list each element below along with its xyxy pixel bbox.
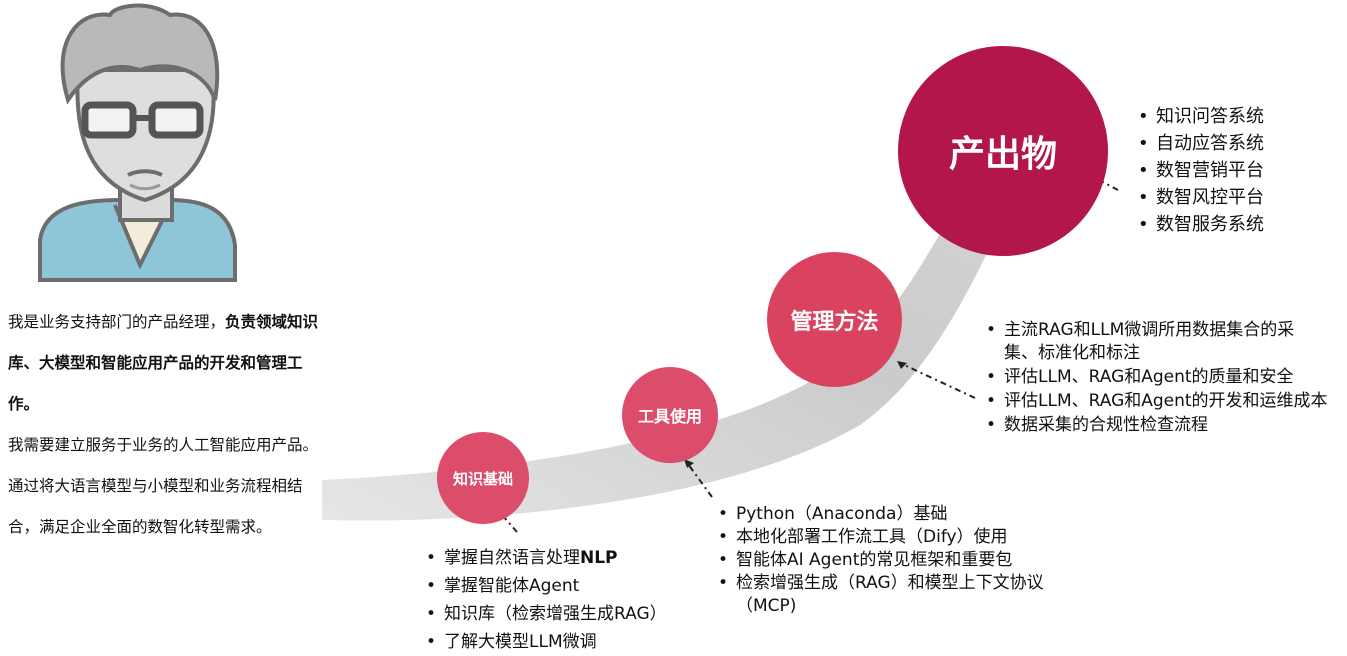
list-item: 自动应答系统: [1136, 130, 1264, 157]
intro-p1-bold: 负责领域知识库、大模型和智能应用产品的开发和管理工作。: [8, 313, 319, 413]
arrow-tools: [687, 463, 713, 498]
list-knowledge-foundation: 掌握自然语言处理NLP 掌握智能体Agent 知识库（检索增强生成RAG） 了解…: [424, 544, 667, 656]
list-item: 数智营销平台: [1136, 157, 1264, 184]
intro-paragraph-2: 我需要建立服务于业务的人工智能应用产品。通过将大语言模型与小模型和业务流程相结合…: [8, 436, 319, 536]
arrow-management: [901, 363, 976, 399]
list-item: 本地化部署工作流工具（Dify）使用: [716, 526, 1066, 549]
list-item: 了解大模型LLM微调: [424, 628, 667, 656]
list-item: 知识库（检索增强生成RAG）: [424, 600, 667, 628]
intro-text: 我是业务支持部门的产品经理，负责领域知识库、大模型和智能应用产品的开发和管理工作…: [8, 302, 330, 548]
list-item: 数据采集的合规性检查流程: [984, 414, 1346, 437]
intro-p1-text: 我是业务支持部门的产品经理，: [8, 313, 226, 331]
circle-tool-usage: 工具使用: [622, 367, 718, 463]
list-item: 知识问答系统: [1136, 103, 1264, 130]
circle-management-methods: 管理方法: [767, 252, 902, 387]
avatar-icon: [38, 3, 237, 282]
list-tool-usage: Python（Anaconda）基础 本地化部署工作流工具（Dify）使用 智能…: [716, 503, 1066, 618]
list-item: 评估LLM、RAG和Agent的质量和安全: [984, 366, 1346, 389]
circle-knowledge-foundation: 知识基础: [437, 432, 529, 524]
list-management-methods: 主流RAG和LLM微调所用数据集合的采集、标准化和标注 评估LLM、RAG和Ag…: [984, 319, 1346, 438]
list-outputs: 知识问答系统 自动应答系统 数智营销平台 数智风控平台 数智服务系统: [1136, 103, 1264, 238]
list-item: 检索增强生成（RAG）和模型上下文协议（MCP): [716, 572, 1066, 618]
list-item: 掌握自然语言处理NLP: [424, 544, 667, 572]
list-item: 掌握智能体Agent: [424, 572, 667, 600]
list-item: 评估LLM、RAG和Agent的开发和运维成本: [984, 390, 1342, 413]
list-item: 主流RAG和LLM微调所用数据集合的采集、标准化和标注: [984, 319, 1324, 365]
list-item: Python（Anaconda）基础: [716, 503, 1066, 526]
list-item: 智能体AI Agent的常见框架和重要包: [716, 549, 1066, 572]
intro-paragraph-1: 我是业务支持部门的产品经理，负责领域知识库、大模型和智能应用产品的开发和管理工作…: [8, 302, 330, 425]
list-item: 数智风控平台: [1136, 184, 1264, 211]
circle-outputs: 产出物: [898, 46, 1108, 256]
growth-arc: [322, 155, 1010, 521]
list-item: 数智服务系统: [1136, 211, 1264, 238]
